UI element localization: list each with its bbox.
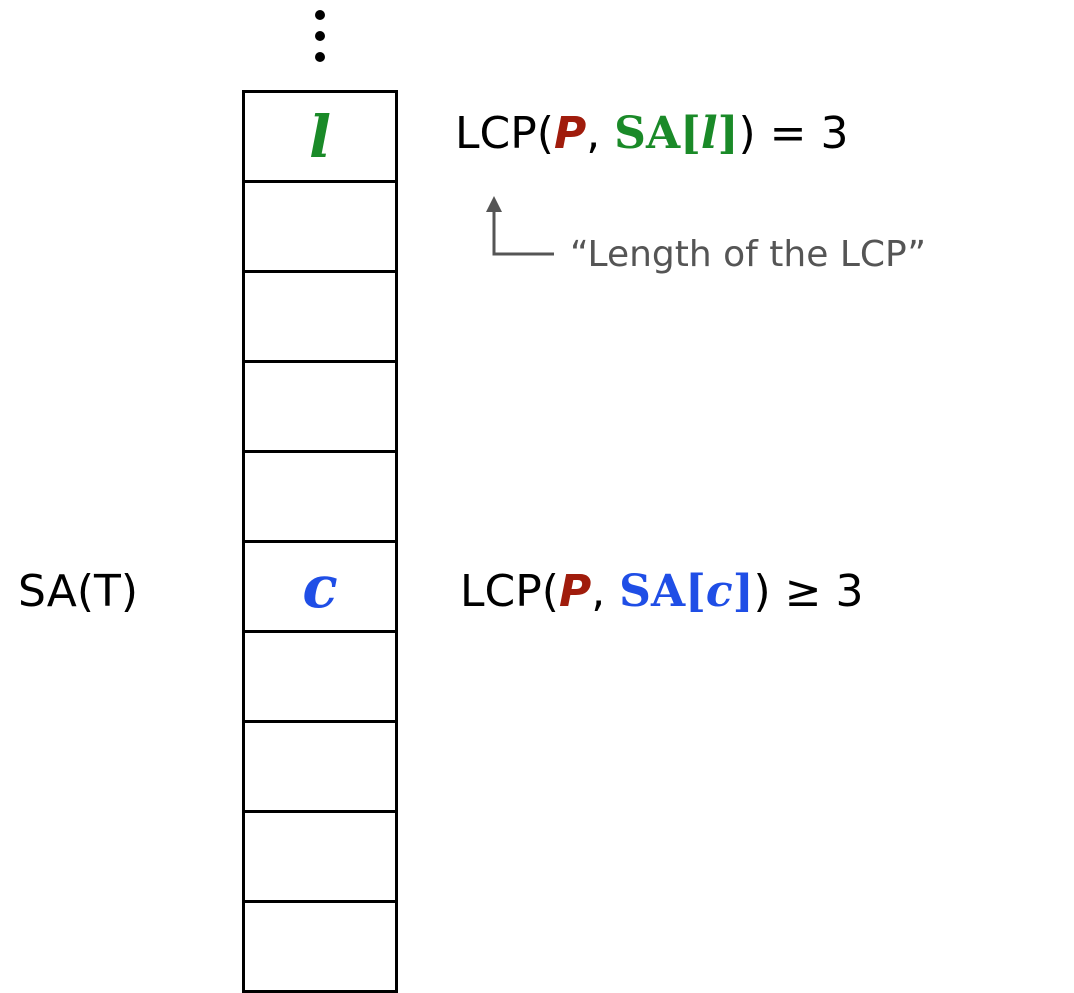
eq-p-var: P xyxy=(558,566,592,617)
eq-func: LCP( xyxy=(455,108,554,159)
eq-p-var: P xyxy=(553,108,587,159)
ellipsis-dot xyxy=(315,52,325,62)
array-cell: c xyxy=(242,540,398,633)
array-cell xyxy=(242,810,398,903)
eq-relation: ≥ 3 xyxy=(770,566,864,617)
eq-sa-close: ] xyxy=(732,566,754,617)
eq-sep: , xyxy=(591,566,620,617)
bent-up-arrow-icon xyxy=(486,196,554,256)
ellipsis-dot xyxy=(315,31,325,41)
suffix-array: l c xyxy=(242,90,398,993)
array-cell: l xyxy=(242,90,398,183)
equation-top: LCP(P, SA[l]) = 3 xyxy=(455,112,848,156)
eq-sa-open: SA[ xyxy=(614,108,701,159)
array-cell xyxy=(242,630,398,723)
eq-index: c xyxy=(705,566,733,617)
arrow-shaft xyxy=(492,208,554,256)
array-label: SA(T) xyxy=(18,566,139,617)
array-cell xyxy=(242,900,398,993)
eq-sa-ref: SA[l] xyxy=(614,108,738,159)
arrow-head xyxy=(486,196,502,212)
eq-index: l xyxy=(700,108,718,159)
cell-label: c xyxy=(302,552,338,621)
array-cell xyxy=(242,720,398,813)
array-cell xyxy=(242,450,398,543)
cell-label: l xyxy=(308,102,332,171)
eq-sep: , xyxy=(586,108,615,159)
eq-func: LCP( xyxy=(460,566,559,617)
equation-bottom: LCP(P, SA[c]) ≥ 3 xyxy=(460,570,864,614)
array-cell xyxy=(242,360,398,453)
eq-relation: = 3 xyxy=(755,108,849,159)
array-cell xyxy=(242,180,398,273)
eq-sa-close: ] xyxy=(717,108,739,159)
eq-close: ) xyxy=(753,566,771,617)
array-cell xyxy=(242,270,398,363)
eq-close: ) xyxy=(738,108,756,159)
ellipsis-dot xyxy=(315,10,325,20)
annotation-text: “Length of the LCP” xyxy=(570,234,927,275)
eq-sa-ref: SA[c] xyxy=(619,566,753,617)
eq-sa-open: SA[ xyxy=(619,566,706,617)
